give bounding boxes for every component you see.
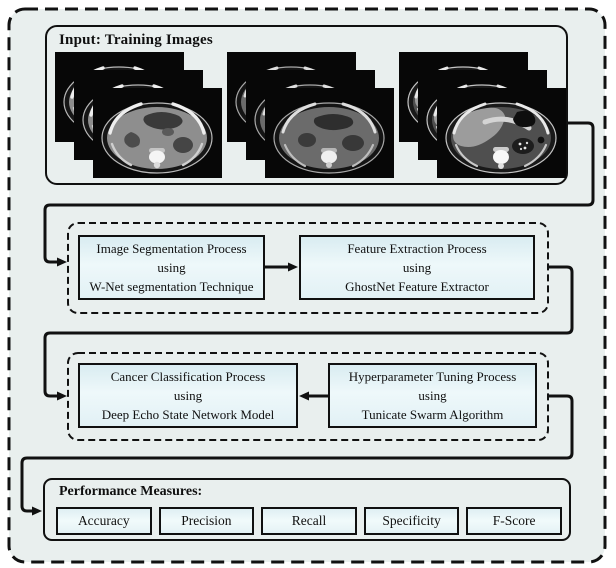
metric-fscore: F-Score (466, 507, 562, 535)
ct-scan-image (265, 88, 394, 178)
ct-image-stack-3 (399, 52, 567, 180)
stage-line: using (157, 260, 186, 275)
stage-line: using (173, 388, 203, 403)
metric-recall: Recall (261, 507, 357, 535)
metric-precision: Precision (158, 507, 255, 535)
stage-line: using (402, 260, 432, 275)
stage-line: Tunicate Swarm Algorithm (361, 407, 504, 422)
stage-line: Image Segmentation Process (96, 241, 247, 256)
ct-image-stack-2 (227, 52, 395, 180)
stage-line: GhostNet Feature Extractor (345, 279, 489, 294)
input-title: Input: Training Images (59, 32, 213, 48)
ct-image-stack-1 (55, 52, 223, 180)
metric-accuracy: Accuracy (56, 507, 152, 535)
performance-measures-label: Performance Measures: (59, 484, 203, 499)
cancer-classification-box: Cancer Classification Process using Deep… (78, 363, 298, 428)
stage-line: Cancer Classification Process (110, 369, 266, 384)
connector-classification-to-performance (20, 394, 574, 516)
connector-feature-to-classification (43, 265, 574, 401)
ct-scan-image (437, 88, 566, 178)
metric-specificity: Specificity (363, 507, 460, 535)
input-training-images-box: Input: Training Images (45, 25, 568, 185)
segmentation-process-box: Image Segmentation Process using W-Net s… (78, 235, 265, 300)
performance-measures-box: Performance Measures: Accuracy Precision… (43, 478, 571, 541)
stage-line: Feature Extraction Process (347, 241, 487, 256)
metrics-row: Accuracy Precision Recall Specificity F-… (56, 507, 562, 535)
feature-extraction-box: Feature Extraction Process using GhostNe… (299, 235, 535, 300)
connector-input-to-segmentation (43, 121, 595, 267)
hyperparameter-tuning-box: Hyperparameter Tuning Process using Tuni… (328, 363, 537, 428)
stage-line: W-Net segmentation Technique (89, 279, 254, 294)
stage-line: Deep Echo State Network Model (101, 407, 275, 422)
stage-line: Hyperparameter Tuning Process (348, 369, 517, 384)
ct-scan-image (93, 88, 222, 178)
stage-line: using (418, 388, 447, 403)
